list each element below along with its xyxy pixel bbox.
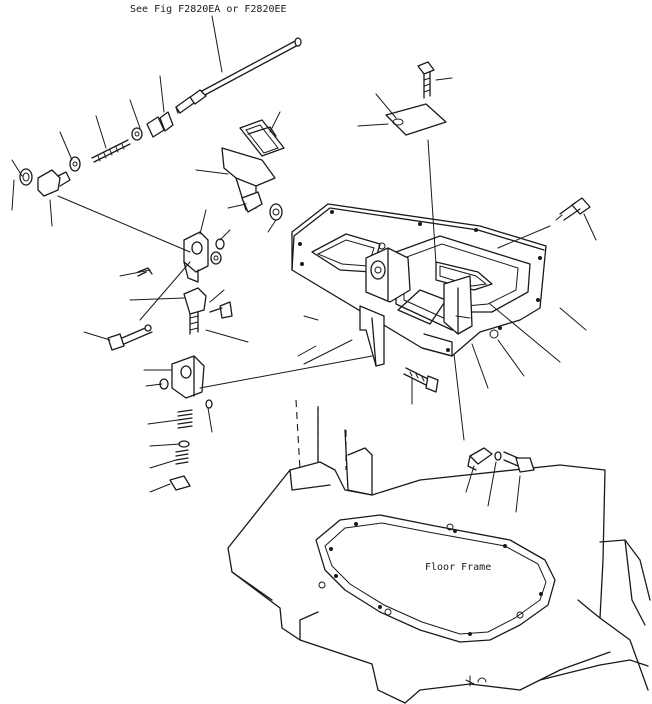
floor-frame-label: Floor Frame bbox=[425, 562, 491, 573]
lever-bracket bbox=[221, 147, 283, 221]
mounting-bolt bbox=[403, 367, 439, 393]
yoke-upper bbox=[183, 231, 225, 283]
leader-lines bbox=[11, 15, 597, 513]
cover-plate bbox=[385, 61, 447, 136]
connection-lines bbox=[57, 195, 373, 389]
yoke-lower bbox=[159, 355, 213, 409]
floor-frame bbox=[227, 407, 651, 704]
long-bolt-right bbox=[555, 197, 591, 221]
pin-bolt-left bbox=[107, 267, 153, 351]
spring-stack bbox=[169, 409, 193, 491]
control-cable bbox=[19, 37, 302, 197]
clip-and-bolt bbox=[467, 447, 535, 473]
rod-end-middle bbox=[183, 287, 233, 335]
rubber-boot bbox=[239, 119, 285, 157]
dashed-reference-lines bbox=[295, 399, 347, 471]
valve-housing bbox=[291, 203, 547, 367]
reference-figure-label: See Fig F2820EA or F2820EE bbox=[130, 4, 287, 15]
